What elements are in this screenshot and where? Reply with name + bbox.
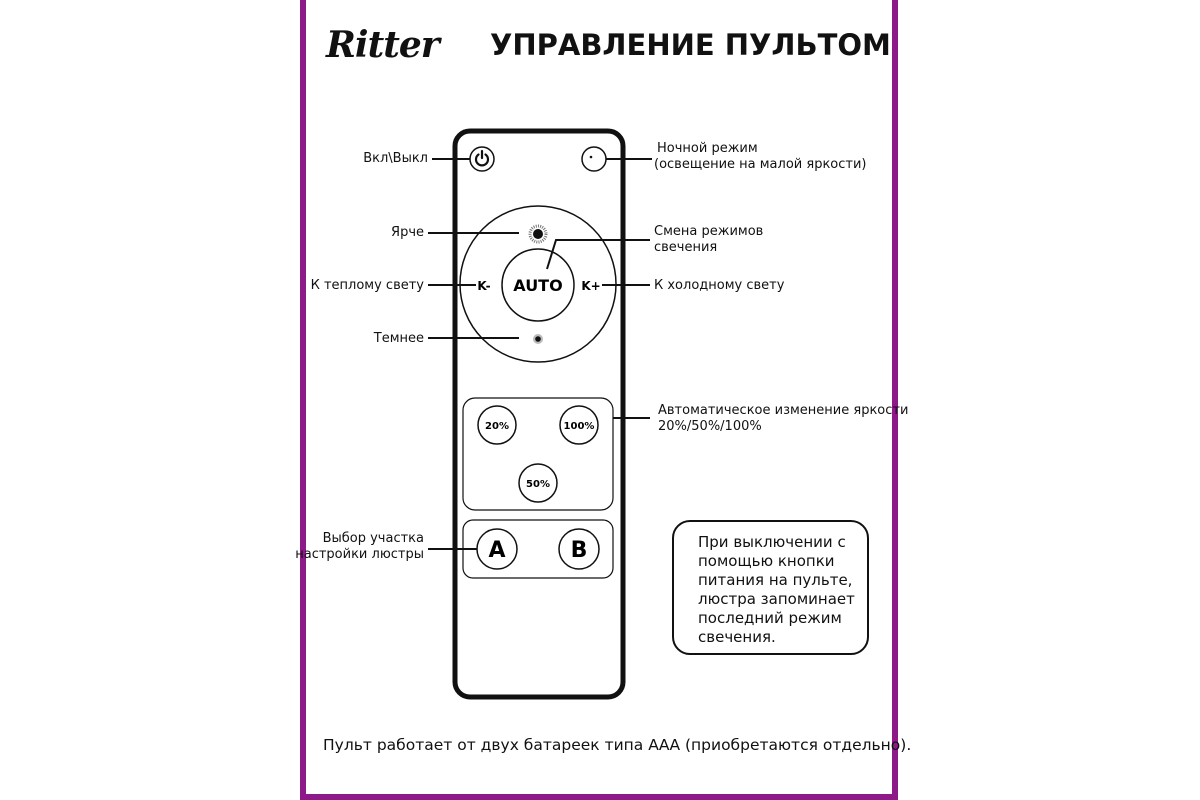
button-b [558,528,600,570]
label-darker: Темнее [373,331,424,346]
leader-mode [546,239,650,270]
label-mode-2: свечения [654,240,718,255]
label-a: A [488,538,505,563]
button-a [476,528,518,570]
label-zone-1: Выбор участка [322,531,424,546]
label-auto-brightness-2: 20%/50%/100% [658,419,762,434]
memory-note: При выключении с помощью кнопки питания … [672,520,869,655]
zone-group [462,519,614,579]
note-line: свечения. [698,628,776,646]
auto-button [501,248,575,322]
label-night-1: Ночной режим [657,141,758,156]
ritter-logo: Ritter [326,24,440,66]
label-zone-2: настройки люстры [295,547,424,562]
k-plus-label: K+ [581,279,600,293]
night-button [581,146,607,172]
note-line: люстра запоминает [698,590,855,608]
label-warm: К теплому свету [310,278,424,293]
label-brighter: Ярче [391,225,424,240]
label-20: 20% [485,421,509,432]
note-line: При выключении с [698,533,846,551]
note-line: помощью кнопки [698,552,835,570]
battery-note: Пульт работает от двух батареек типа ААА… [323,736,912,754]
note-line: питания на пульте, [698,571,853,589]
label-power: Вкл\Выкл [363,151,428,166]
moon-icon [589,152,599,167]
dim-dot-icon [533,334,543,344]
dpad-ring [459,205,617,363]
note-line: последний режим [698,609,842,627]
power-icon [474,149,490,167]
label-b: B [571,538,588,563]
sun-icon [528,224,548,244]
button-20 [477,405,517,445]
brightness-group [462,397,614,511]
label-auto-brightness-1: Автоматическое изменение яркости [658,403,909,418]
page-title: УПРАВЛЕНИЕ ПУЛЬТОМ [490,28,891,62]
label-50: 50% [526,479,550,490]
button-50 [518,463,558,503]
label-100: 100% [564,421,595,432]
label-mode-1: Смена режимов [654,224,764,239]
remote-body [452,128,626,700]
power-button [469,146,495,172]
k-minus-label: K- [477,279,490,293]
auto-label: AUTO [513,276,562,295]
button-100 [559,405,599,445]
label-cold: К холодному свету [654,278,785,293]
label-night-2: (освещение на малой яркости) [654,157,867,172]
